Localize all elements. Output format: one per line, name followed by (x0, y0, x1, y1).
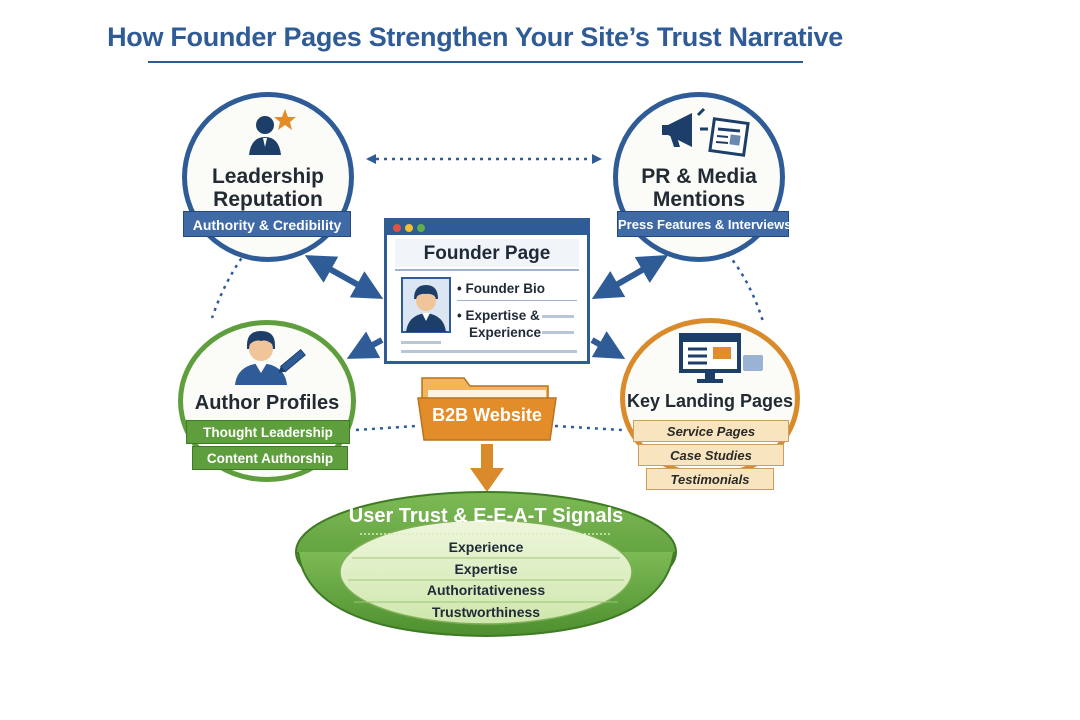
dotted-connector-left (210, 251, 248, 319)
website-label: B2B Website (432, 405, 542, 425)
founder-bullet-divider (457, 300, 577, 301)
browser-dot-green (417, 224, 425, 232)
arrow-founder-author (346, 331, 384, 359)
title-underline (148, 61, 803, 63)
landing-tag-case-studies: Case Studies (638, 444, 784, 466)
arrow-founder-landing (590, 331, 626, 359)
placeholder-line (542, 331, 574, 334)
pr-title-line2: Mentions (652, 188, 746, 211)
founder-bullet-expertise: • Expertise & (457, 308, 540, 323)
trust-item-authoritativeness: Authoritativeness (426, 582, 546, 598)
leadership-title-line2: Reputation (213, 188, 323, 211)
author-ribbon-thought: Thought Leadership (186, 420, 350, 444)
diagram-title: How Founder Pages Strengthen Your Site’s… (107, 22, 843, 52)
pr-ribbon: Press Features & Interviews (617, 211, 791, 237)
founder-title-divider (395, 269, 579, 271)
monitor-icon (679, 333, 763, 383)
trust-item-expertise: Expertise (454, 561, 518, 577)
arrow-website-trust (470, 444, 504, 492)
founder-bullet-bio: • Founder Bio (457, 281, 545, 296)
dotted-connector-author-website (355, 424, 417, 432)
leadership-title-line1: Leadership (211, 165, 325, 188)
author-ribbon-content: Content Authorship (192, 446, 348, 470)
founder-bullet-experience: Experience (469, 325, 542, 340)
landing-tag-testimonials: Testimonials (646, 468, 774, 490)
trust-title: User Trust & E-E-A-T Signals (348, 505, 624, 527)
founder-photo-icon (401, 277, 451, 333)
folder-icon (417, 377, 557, 441)
placeholder-line (401, 341, 441, 344)
author-with-pen-icon (235, 331, 306, 385)
pr-title-line1: PR & Media (641, 165, 757, 188)
browser-dot-yellow (405, 224, 413, 232)
leader-with-star-icon (249, 109, 296, 155)
dotted-connector-right (727, 253, 766, 326)
founder-page-window: Founder Page • Founder Bio • Expertise &… (384, 218, 590, 364)
placeholder-line (542, 315, 574, 318)
dotted-connector-website-landing (554, 424, 623, 432)
landing-title: Key Landing Pages (626, 391, 794, 411)
trust-item-experience: Experience (448, 539, 524, 555)
trust-bowl (295, 491, 677, 638)
founder-page-title: Founder Page (395, 239, 579, 267)
browser-title-bar (387, 221, 587, 235)
browser-dot-red (393, 224, 401, 232)
arrow-founder-pr (591, 255, 669, 299)
author-title: Author Profiles (194, 392, 340, 414)
megaphone-newspaper-icon (662, 107, 750, 157)
trust-item-trustworthiness: Trustworthiness (431, 604, 541, 620)
placeholder-line (401, 350, 577, 353)
landing-tag-service: Service Pages (633, 420, 789, 442)
leadership-ribbon: Authority & Credibility (183, 211, 351, 237)
arrow-founder-leadership (304, 255, 384, 299)
